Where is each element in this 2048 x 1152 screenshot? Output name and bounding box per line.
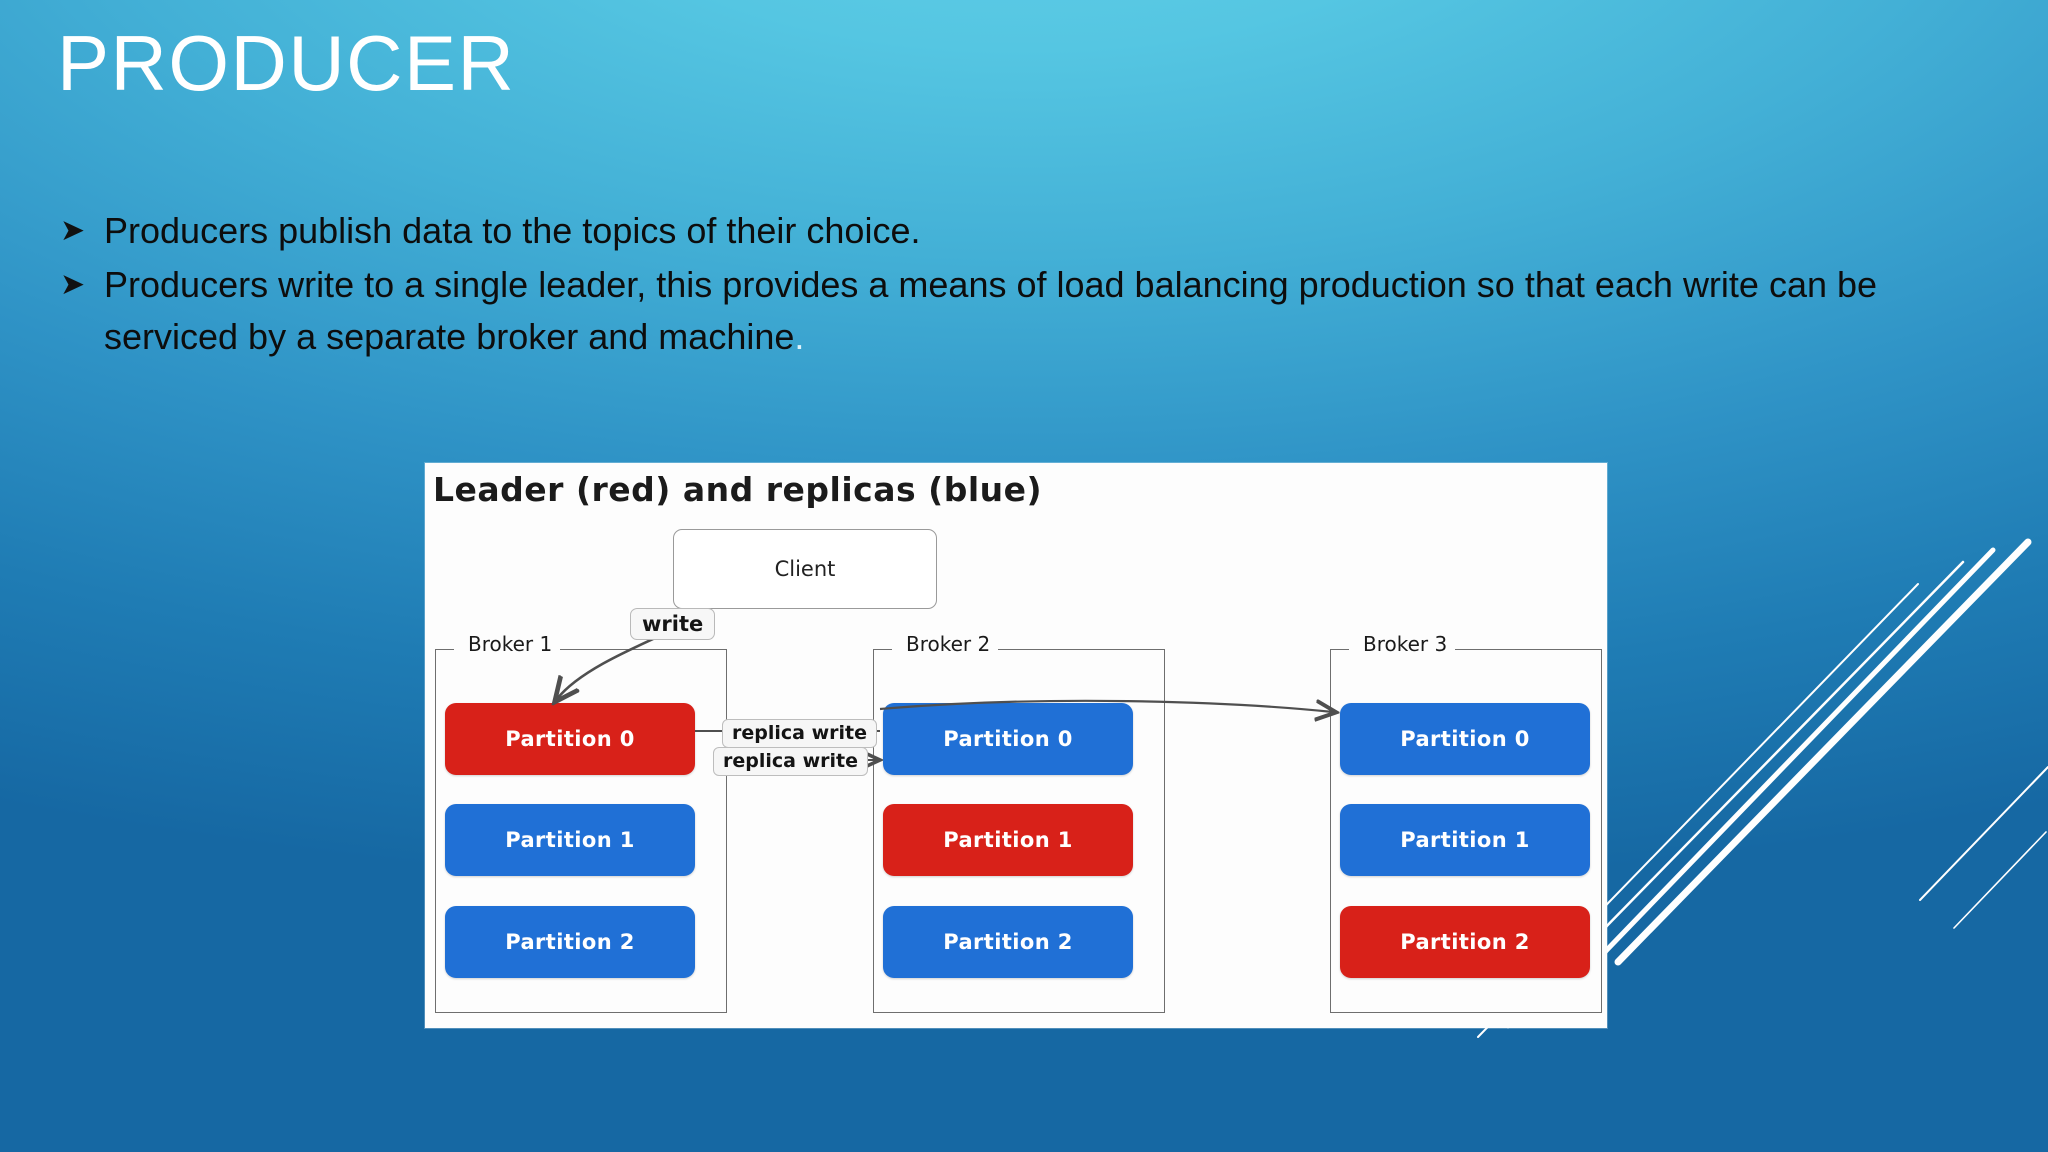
- partition-box: Partition 0: [445, 703, 695, 775]
- partition-label: Partition 1: [943, 828, 1073, 852]
- replica-write-label-1: replica write: [722, 719, 877, 748]
- broker-label: Broker 1: [460, 632, 561, 656]
- broker-frame-top: [1425, 649, 1601, 651]
- broker-group-2: Broker 2: [873, 632, 1165, 1013]
- page-title: PRODUCER: [57, 19, 516, 107]
- list-item: ➤ Producers write to a single leader, th…: [60, 259, 1940, 363]
- partition-box: Partition 1: [1340, 804, 1590, 876]
- list-item: ➤ Producers publish data to the topics o…: [60, 205, 1940, 257]
- partition-label: Partition 2: [505, 930, 635, 954]
- bullet-arrow-icon: ➤: [60, 268, 86, 301]
- partition-box: Partition 2: [1340, 906, 1590, 978]
- broker-group-3: Broker 3: [1330, 632, 1602, 1013]
- bullet-text-body: Producers write to a single leader, this…: [104, 264, 1878, 357]
- partition-label: Partition 0: [1400, 727, 1530, 751]
- partition-box: Partition 1: [883, 804, 1133, 876]
- partition-label: Partition 2: [1400, 930, 1530, 954]
- partition-box: Partition 2: [883, 906, 1133, 978]
- partition-label: Partition 1: [505, 828, 635, 852]
- diagram-title: Leader (red) and replicas (blue): [433, 470, 1043, 509]
- broker-label: Broker 2: [898, 632, 999, 656]
- replica-write-label-2: replica write: [713, 747, 868, 776]
- bullet-arrow-icon: ➤: [60, 214, 86, 247]
- partition-box: Partition 0: [1340, 703, 1590, 775]
- bullet-text: Producers publish data to the topics of …: [104, 210, 921, 251]
- broker-frame-top: [968, 649, 1164, 651]
- kafka-diagram-panel: Leader (red) and replicas (blue) Client …: [425, 463, 1607, 1028]
- partition-label: Partition 0: [943, 727, 1073, 751]
- bullet-text-tail: .: [794, 316, 805, 357]
- partition-box: Partition 0: [883, 703, 1133, 775]
- partition-label: Partition 0: [505, 727, 635, 751]
- client-label: Client: [774, 557, 836, 581]
- partition-box: Partition 2: [445, 906, 695, 978]
- broker-label: Broker 3: [1355, 632, 1456, 656]
- bullet-text: Producers write to a single leader, this…: [104, 259, 1940, 363]
- partition-box: Partition 1: [445, 804, 695, 876]
- partition-label: Partition 1: [1400, 828, 1530, 852]
- client-node: Client: [673, 529, 937, 609]
- write-edge-label: write: [630, 608, 716, 640]
- bullet-list: ➤ Producers publish data to the topics o…: [60, 205, 1940, 365]
- partition-label: Partition 2: [943, 930, 1073, 954]
